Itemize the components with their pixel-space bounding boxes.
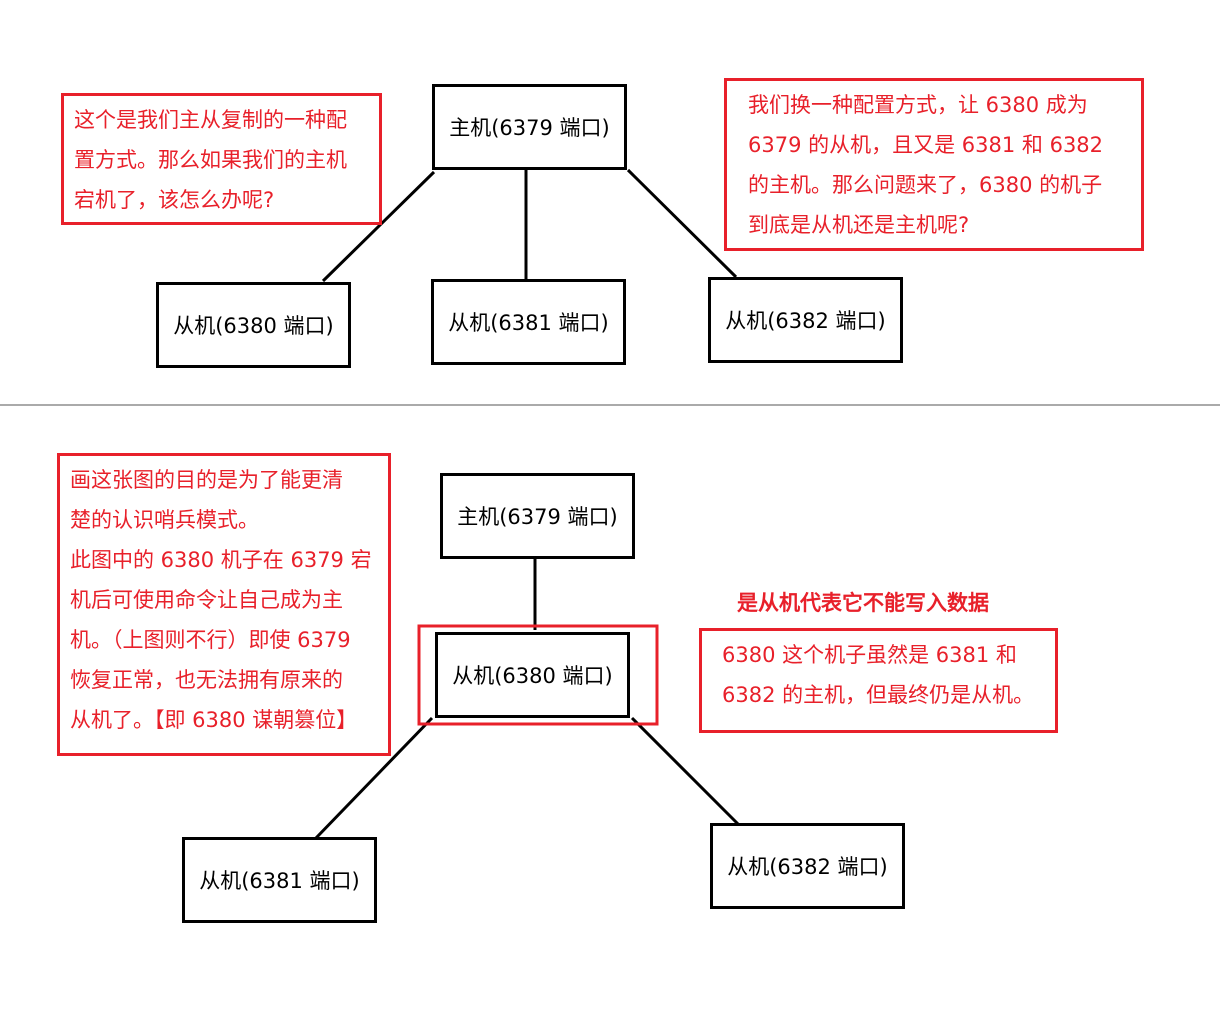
node-label: 主机(6379 端口)	[457, 505, 618, 529]
connector-bottom-6380-6382	[630, 716, 740, 826]
note-line: 我们换一种配置方式，让 6380 成为	[748, 93, 1088, 117]
note-line: 的主机。那么问题来了，6380 的机子	[748, 173, 1103, 197]
top-slave-6382-node: 从机(6382 端口)	[708, 277, 903, 363]
bottom-right-note: 6380 这个机子虽然是 6381 和 6382 的主机，但最终仍是从机。	[699, 628, 1058, 733]
top-slave-6381-node: 从机(6381 端口)	[431, 279, 626, 365]
note-line: 机。（上图则不行）即使 6379	[70, 628, 351, 652]
note-line: 楚的认识哨兵模式。	[70, 508, 259, 532]
top-left-note: 这个是我们主从复制的一种配 置方式。那么如果我们的主机 宕机了，该怎么办呢?	[61, 93, 382, 225]
bottom-left-note: 画这张图的目的是为了能更清 楚的认识哨兵模式。 此图中的 6380 机子在 63…	[57, 453, 391, 756]
bottom-slave-6382-node: 从机(6382 端口)	[710, 823, 905, 909]
bold-label: 是从机代表它不能写入数据	[737, 591, 989, 615]
note-line: 此图中的 6380 机子在 6379 宕	[70, 548, 372, 572]
node-label: 主机(6379 端口)	[449, 116, 610, 140]
note-line: 画这张图的目的是为了能更清	[70, 468, 343, 492]
note-line: 6380 这个机子虽然是 6381 和	[722, 643, 1017, 667]
node-label: 从机(6381 端口)	[448, 311, 609, 335]
note-line: 这个是我们主从复制的一种配	[74, 108, 347, 132]
note-line: 6379 的从机，且又是 6381 和 6382	[748, 133, 1104, 157]
connector-top-6379-6382	[626, 168, 738, 279]
node-label: 从机(6382 端口)	[727, 855, 888, 879]
top-right-note: 我们换一种配置方式，让 6380 成为 6379 的从机，且又是 6381 和 …	[724, 78, 1144, 251]
node-label: 从机(6382 端口)	[725, 309, 886, 333]
bottom-slave-6380-node: 从机(6380 端口)	[435, 632, 630, 718]
connector-bottom-6380-6381	[314, 716, 434, 840]
note-line: 从机了。【即 6380 谋朝篡位】	[70, 708, 358, 732]
node-label: 从机(6380 端口)	[173, 314, 334, 338]
note-line: 置方式。那么如果我们的主机	[74, 148, 347, 172]
note-line: 6382 的主机，但最终仍是从机。	[722, 683, 1035, 707]
highlight-6380	[417, 624, 659, 726]
note-line: 恢复正常，也无法拥有原来的	[70, 668, 343, 692]
connector-top-6379-6380	[321, 170, 436, 283]
note-line: 到底是从机还是主机呢?	[748, 213, 970, 237]
top-master-node: 主机(6379 端口)	[432, 84, 627, 170]
bottom-slave-6381-node: 从机(6381 端口)	[182, 837, 377, 923]
node-label: 从机(6380 端口)	[452, 664, 613, 688]
bottom-master-node: 主机(6379 端口)	[440, 473, 635, 559]
note-line: 宕机了，该怎么办呢?	[74, 188, 275, 212]
note-line: 机后可使用命令让自己成为主	[70, 588, 343, 612]
top-slave-6380-node: 从机(6380 端口)	[156, 282, 351, 368]
node-label: 从机(6381 端口)	[199, 869, 360, 893]
